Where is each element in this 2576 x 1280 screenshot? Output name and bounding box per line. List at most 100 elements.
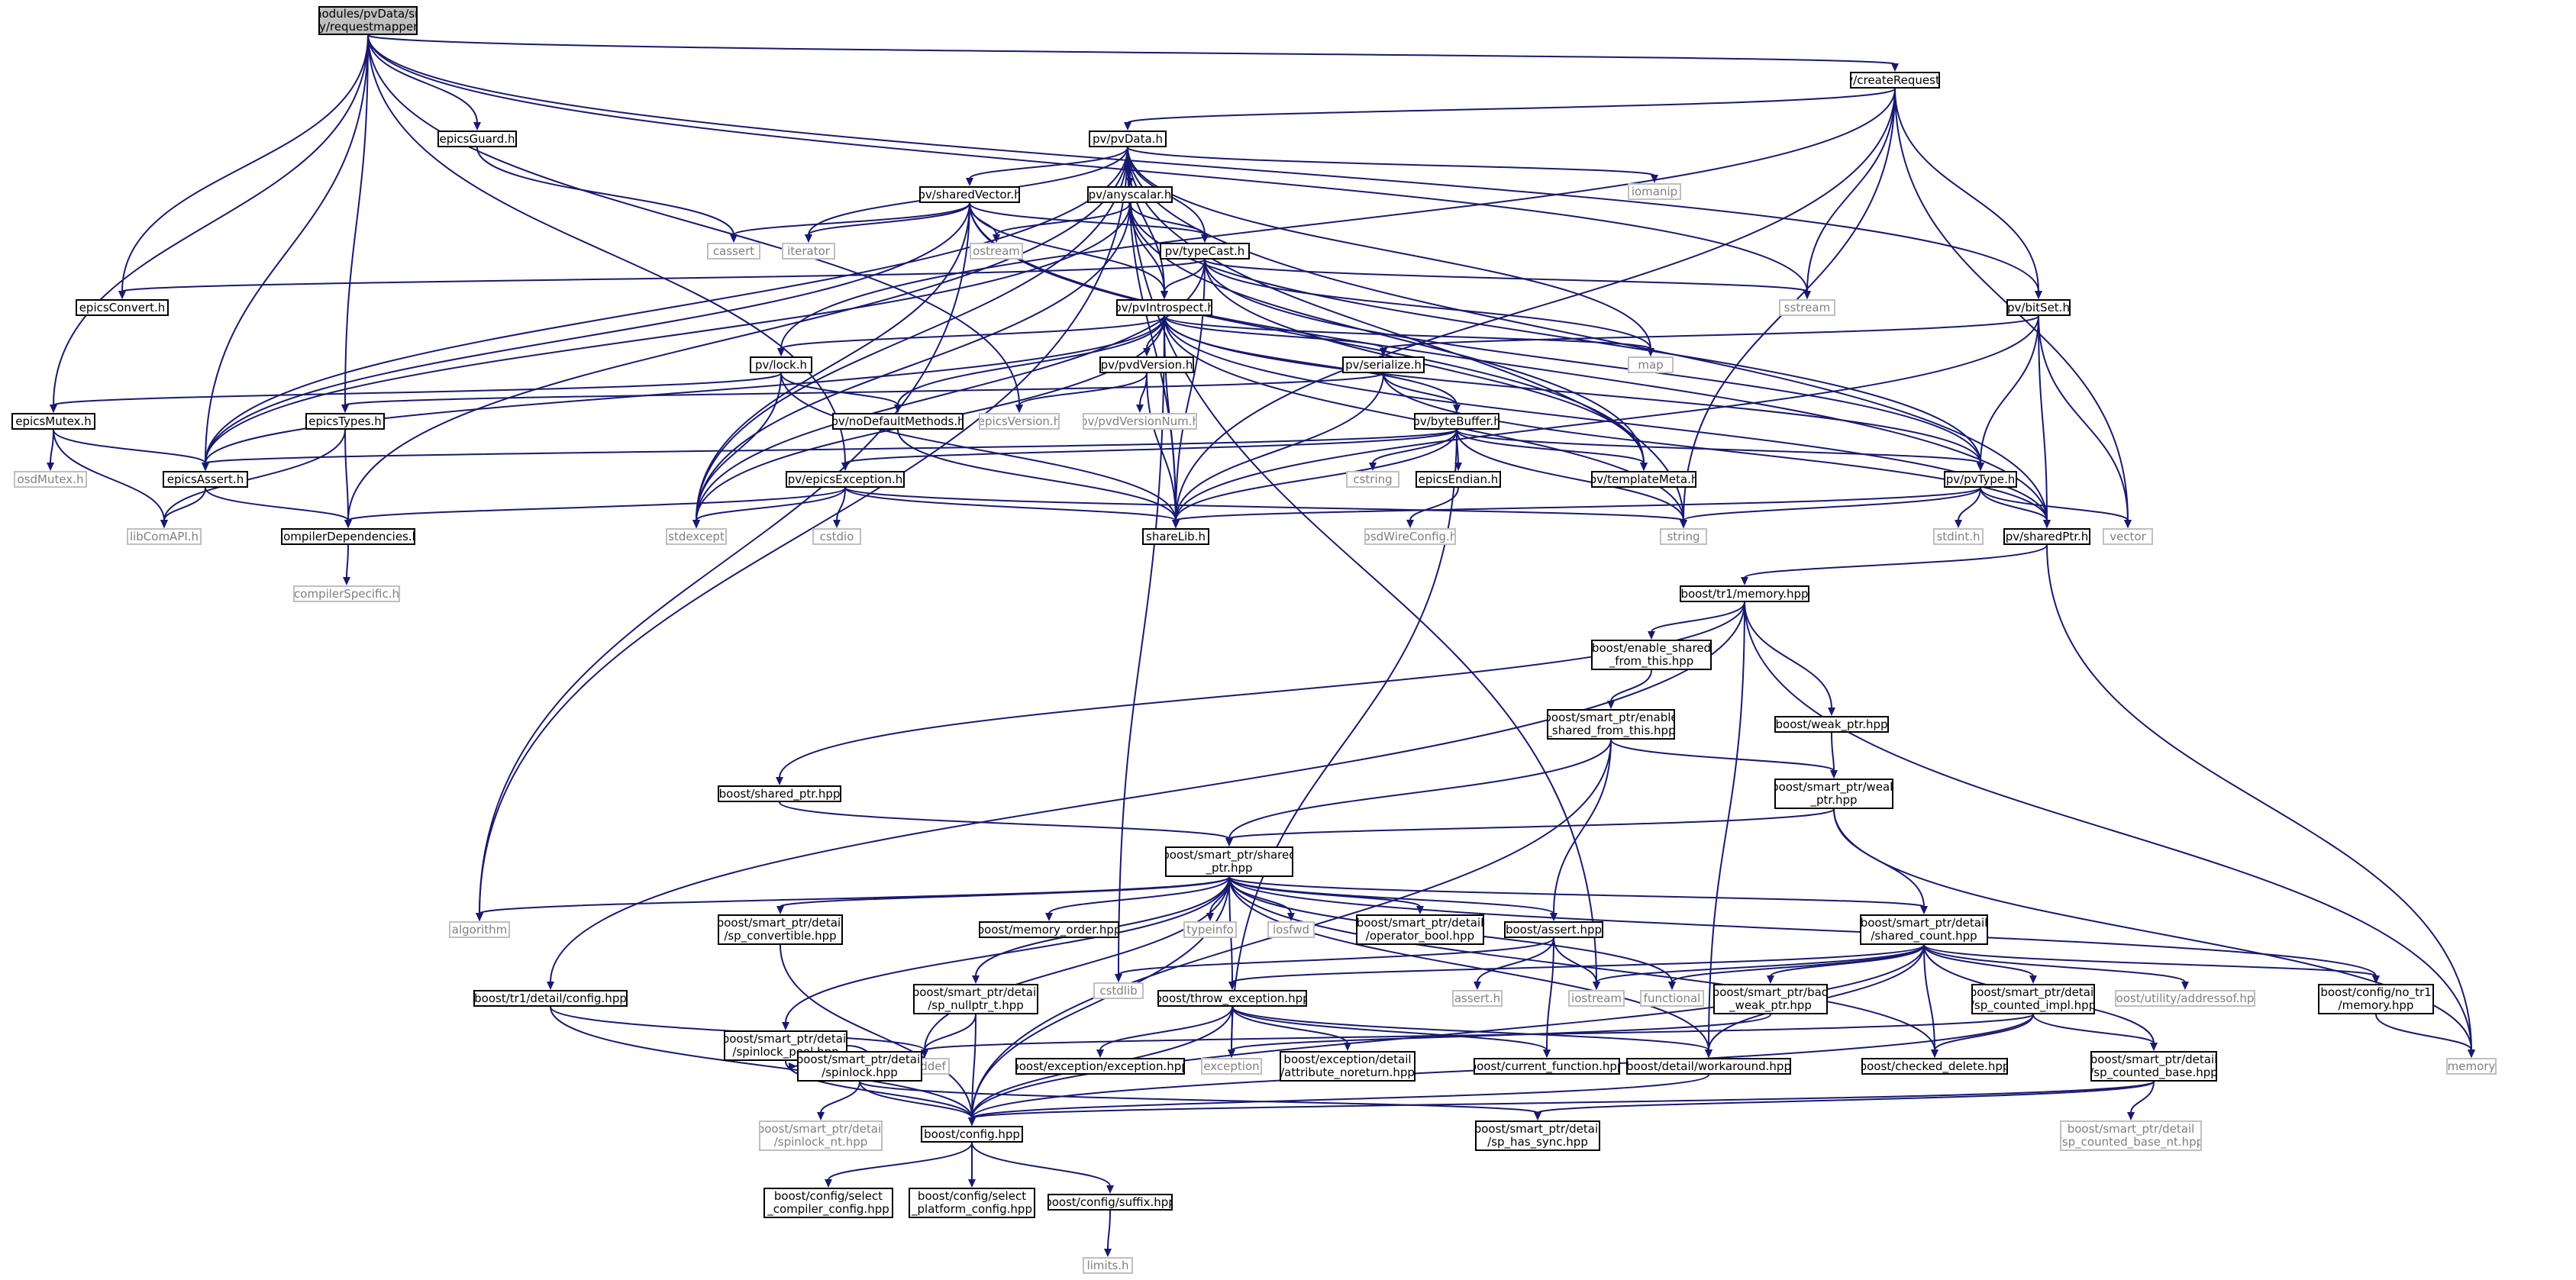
node-pvtype[interactable]: pv/pvType.h <box>1944 471 2017 488</box>
node-cstring[interactable]: cstring <box>1346 471 1399 488</box>
edge-pvData-to-string <box>1127 147 1684 521</box>
node-sp-counted-impl[interactable]: boost/smart_ptr/detail /sp_counted_impl.… <box>1971 984 2095 1014</box>
node-sp-enable-shared-from-this[interactable]: boost/smart_ptr/enable _shared_from_this… <box>1547 709 1675 740</box>
node-typecast[interactable]: pv/typeCast.h <box>1160 243 1250 260</box>
node-sp-counted-base[interactable]: boost/smart_ptr/detail /sp_counted_base.… <box>2090 1051 2217 1082</box>
node-anyscalar[interactable]: pv/anyscalar.h <box>1087 186 1173 203</box>
node-boost-assert[interactable]: boost/assert.hpp <box>1504 921 1603 938</box>
node-current-function[interactable]: boost/current_function.hpp <box>1474 1058 1620 1075</box>
node-weak-ptr[interactable]: boost/weak_ptr.hpp <box>1774 716 1889 733</box>
node-stdexcept[interactable]: stdexcept <box>666 528 727 545</box>
node-epicsassert[interactable]: epicsAssert.h <box>163 471 248 488</box>
node-attribute-noreturn[interactable]: boost/exception/detail /attribute_noretu… <box>1280 1051 1416 1082</box>
node-config-suffix[interactable]: boost/config/suffix.hpp <box>1048 1194 1173 1211</box>
node-select-compiler-config[interactable]: boost/config/select _compiler_config.hpp <box>763 1188 893 1218</box>
node-sp-has-sync[interactable]: boost/smart_ptr/detail /sp_has_sync.hpp <box>1475 1120 1600 1151</box>
edge-root-to-epicsConvert <box>121 34 369 292</box>
node-osdwireconfig[interactable]: osdWireConfig.h <box>1364 528 1456 545</box>
node-cstdio[interactable]: cstdio <box>812 528 861 545</box>
arrowhead-suffix-to-limits <box>1104 1249 1112 1257</box>
node-bitset[interactable]: pv/bitSet.h <box>2006 299 2071 316</box>
node-map[interactable]: map <box>1628 356 1674 373</box>
node-enable-shared-from-this[interactable]: boost/enable_shared _from_this.hpp <box>1591 640 1712 670</box>
node-nodefaultmethods[interactable]: pv/noDefaultMethods.h <box>832 413 964 430</box>
edge-throwException-to-workaround <box>1232 1006 1709 1051</box>
arrowhead-sharedVector-to-cassert <box>730 234 738 243</box>
node-select-platform-config[interactable]: boost/config/select _platform_config.hpp <box>909 1188 1035 1218</box>
node-epicsexception[interactable]: pv/epicsException.h <box>786 471 905 488</box>
node-algorithm[interactable]: algorithm <box>449 921 510 938</box>
node-createrequest[interactable]: pv/createRequest.h <box>1850 72 1940 89</box>
node-sharedvector[interactable]: pv/sharedVector.h <box>919 186 1020 203</box>
node-sp-convertible[interactable]: boost/smart_ptr/detail /sp_convertible.h… <box>718 914 843 945</box>
node-sharelib[interactable]: shareLib.h <box>1142 528 1209 545</box>
node-throw-exception[interactable]: boost/throw_exception.hpp <box>1157 990 1307 1007</box>
node-pvdversion[interactable]: pv/pvdVersion.h <box>1099 356 1194 373</box>
edge-spinlock-to-spHasSync <box>859 1081 1538 1114</box>
edge-noDefaultMethods-to-shareLib <box>897 429 1177 521</box>
node-serialize[interactable]: pv/serialize.h <box>1342 356 1425 373</box>
node-iterator[interactable]: iterator <box>782 243 835 260</box>
node-sharedptr[interactable]: pv/sharedPtr.h <box>2003 528 2090 545</box>
node-pvdata[interactable]: pv/pvData.h <box>1089 131 1167 147</box>
node-spinlock[interactable]: boost/smart_ptr/detail /spinlock.hpp <box>797 1051 922 1082</box>
node-pvintrospect[interactable]: pv/pvIntrospect.h <box>1116 299 1212 316</box>
node-shared-ptr-hpp[interactable]: boost/shared_ptr.hpp <box>718 785 841 802</box>
arrowhead-pvType-to-stdint <box>1955 520 1962 528</box>
node-memory-order[interactable]: boost/memory_order.hpp <box>979 921 1119 938</box>
node-lock[interactable]: pv/lock.h <box>750 356 812 373</box>
node-compilerdependencies[interactable]: compilerDependencies.h <box>281 528 415 545</box>
node-memory[interactable]: memory <box>2446 1058 2497 1075</box>
node-shared-count[interactable]: boost/smart_ptr/detail /shared_count.hpp <box>1860 914 1988 945</box>
node-epicsconvert[interactable]: epicsConvert.h <box>76 299 169 316</box>
node-boost-config[interactable]: boost/config.hpp <box>921 1126 1023 1143</box>
node-workaround[interactable]: boost/detail/workaround.hpp <box>1626 1058 1791 1075</box>
node-stdint[interactable]: stdint.h <box>1933 528 1984 545</box>
node-cassert[interactable]: cassert <box>707 243 760 260</box>
node-osdmutex[interactable]: osdMutex.h <box>14 471 87 488</box>
node-spinlock-nt[interactable]: boost/smart_ptr/detail /spinlock_nt.hpp <box>759 1120 883 1151</box>
node-checked-delete[interactable]: boost/checked_delete.hpp <box>1861 1058 2008 1075</box>
node-epicsmutex[interactable]: epicsMutex.h <box>11 413 95 430</box>
node-sp-nullptr[interactable]: boost/smart_ptr/detail /sp_nullptr_t.hpp <box>913 984 1038 1014</box>
node-compilerspecific[interactable]: compilerSpecific.h <box>293 585 400 602</box>
node-bad-weak-ptr[interactable]: boost/smart_ptr/bad _weak_ptr.hpp <box>1713 984 1828 1014</box>
node-sp-counted-base-nt[interactable]: boost/smart_ptr/detail /sp_counted_base_… <box>2060 1120 2202 1151</box>
arrowhead-anyscalar-to-ostream <box>993 234 1000 243</box>
node-iostream[interactable]: iostream <box>1568 990 1625 1007</box>
node-functional[interactable]: functional <box>1640 990 1704 1007</box>
node-string[interactable]: string <box>1660 528 1707 545</box>
edge-createRequest-to-sstream <box>1806 88 1896 292</box>
node-operator-bool[interactable]: boost/smart_ptr/detail /operator_bool.hp… <box>1356 914 1484 945</box>
node-sstream[interactable]: sstream <box>1779 299 1835 316</box>
node-cstdlib[interactable]: cstdlib <box>1093 982 1144 999</box>
node-templatemeta[interactable]: pv/templateMeta.h <box>1591 471 1696 488</box>
node-epicsversion[interactable]: epicsVersion.h <box>979 413 1060 430</box>
node-typeinfo[interactable]: typeinfo <box>1183 921 1237 938</box>
node-addressof[interactable]: boost/utility/addressof.hpp <box>2115 990 2255 1007</box>
node-sp-weak-ptr[interactable]: boost/smart_ptr/weak _ptr.hpp <box>1774 779 1893 809</box>
node-epicsguard[interactable]: epicsGuard.h <box>437 131 517 147</box>
node-exception[interactable]: exception <box>1201 1058 1262 1075</box>
node-iosfwd[interactable]: iosfwd <box>1267 921 1315 938</box>
node-tr1-detail-config[interactable]: boost/tr1/detail/config.hpp <box>473 990 628 1007</box>
node-vector[interactable]: vector <box>2103 528 2153 545</box>
node-epicstypes[interactable]: epicsTypes.h <box>305 413 385 430</box>
edge-pvData-to-iomanip <box>1127 147 1655 176</box>
node-bytebuffer[interactable]: pv/byteBuffer.h <box>1414 413 1499 430</box>
node-tr1-memory[interactable]: boost/tr1/memory.hpp <box>1680 585 1809 602</box>
node-assert-h[interactable]: assert.h <box>1452 990 1503 1007</box>
node-sp-shared-ptr[interactable]: boost/smart_ptr/shared _ptr.hpp <box>1165 846 1293 877</box>
node-root-requestmapper[interactable]: modules/pvData/src /copy/requestmapper.c… <box>318 6 418 35</box>
node-limits-h[interactable]: limits.h <box>1083 1257 1133 1274</box>
edge-sharedCount-to-functional <box>1671 944 1925 983</box>
edge-sharedCount-to-boostConfig <box>971 944 1925 1119</box>
node-no-tr1-memory[interactable]: boost/config/no_tr1 /memory.hpp <box>2318 984 2434 1014</box>
node-ostream[interactable]: ostream <box>970 243 1023 260</box>
node-libcomapi[interactable]: libComAPI.h <box>127 528 202 545</box>
node-pvdversionnum[interactable]: pv/pvdVersionNum.h <box>1083 413 1197 430</box>
node-exception-hpp[interactable]: boost/exception/exception.hpp <box>1015 1058 1185 1075</box>
node-iomanip[interactable]: iomanip <box>1628 183 1681 200</box>
edge-serialize-to-byteBuffer <box>1383 372 1457 406</box>
node-epicsendian[interactable]: epicsEndian.h <box>1416 471 1501 488</box>
